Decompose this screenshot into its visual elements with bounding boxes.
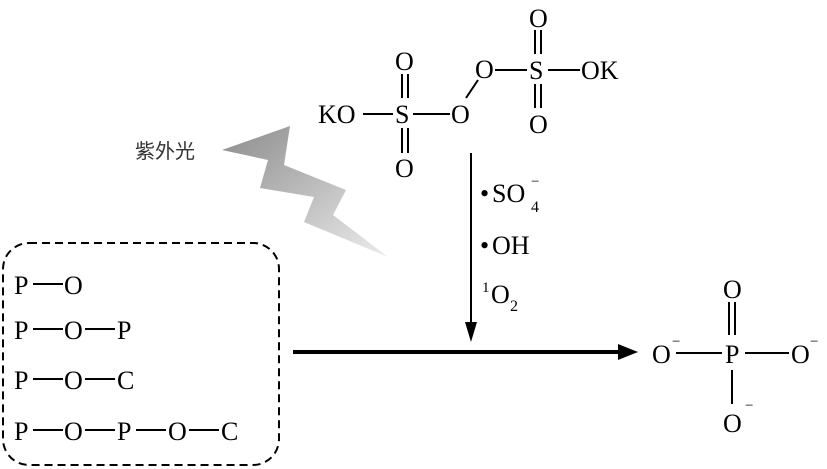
so4-subscript: 4	[531, 199, 539, 216]
atom-o-bottom-left: O	[395, 154, 414, 183]
atom-s-left: S	[395, 100, 409, 129]
so4-main: SO	[492, 179, 525, 208]
radical-dot-oh: •	[480, 231, 489, 260]
lightning-bolt-icon	[222, 126, 388, 257]
row2-o: O	[64, 316, 83, 345]
phosphate-o-right: O	[791, 340, 810, 369]
phosphate-ion: O − P O − O O −	[652, 275, 818, 438]
bond-peroxide	[465, 79, 479, 99]
row4-p2: P	[117, 417, 131, 446]
phosphate-o-left: O	[652, 340, 671, 369]
row3-c: C	[117, 366, 134, 395]
atom-o-bottom-right: O	[529, 110, 548, 139]
row4-c: C	[221, 417, 238, 446]
reagent-singlet-oxygen: 1 O 2	[482, 280, 518, 315]
row4-o1: O	[64, 417, 83, 446]
atom-ko: KO	[318, 100, 356, 129]
atom-o-top-right: O	[529, 4, 548, 33]
bond-row-p-o: P O	[14, 271, 83, 300]
main-arrowhead-icon	[618, 344, 638, 360]
phosphate-p: P	[725, 340, 739, 369]
phosphate-o-bottom: O	[723, 409, 742, 438]
row3-p: P	[14, 366, 28, 395]
bond-row-p-o-p: P O P	[14, 316, 131, 345]
atom-o-top-left: O	[395, 47, 414, 76]
atom-ok: OK	[581, 56, 619, 85]
phosphate-o-right-charge: −	[810, 334, 818, 350]
atom-s-right: S	[529, 56, 543, 85]
row2-p1: P	[14, 316, 28, 345]
row3-o: O	[64, 366, 83, 395]
bond-row-p-o-c: P O C	[14, 366, 134, 395]
o2-main: O	[491, 280, 510, 309]
bond-row-p-o-p-o-c: P O P O C	[14, 417, 238, 446]
phosphate-o-left-charge: −	[672, 334, 680, 350]
row4-o2: O	[168, 417, 187, 446]
singlet-superscript: 1	[482, 280, 490, 296]
uv-light-label: 紫外光	[135, 139, 195, 163]
o2-subscript: 2	[510, 298, 518, 315]
row1-p: P	[14, 271, 28, 300]
radical-dot-so4: •	[480, 179, 489, 208]
phosphate-o-bottom-charge: −	[745, 398, 753, 414]
vertical-arrowhead-icon	[465, 322, 477, 342]
row4-p1: P	[14, 417, 28, 446]
atom-o-bridge-right: O	[475, 55, 494, 84]
row1-o: O	[64, 271, 83, 300]
so4-superscript: −	[531, 174, 539, 190]
row2-p2: P	[117, 316, 131, 345]
atom-o-bridge-left: O	[451, 100, 470, 129]
reagent-sulfate-radical: • SO 4 −	[480, 174, 539, 216]
bond-list-box	[2, 242, 280, 466]
phosphate-o-top: O	[723, 275, 742, 304]
persulfate-molecule: KO S O O O O S OK O O	[318, 4, 619, 183]
reagent-hydroxyl-radical: • OH	[480, 231, 530, 260]
oh-main: OH	[492, 231, 530, 260]
